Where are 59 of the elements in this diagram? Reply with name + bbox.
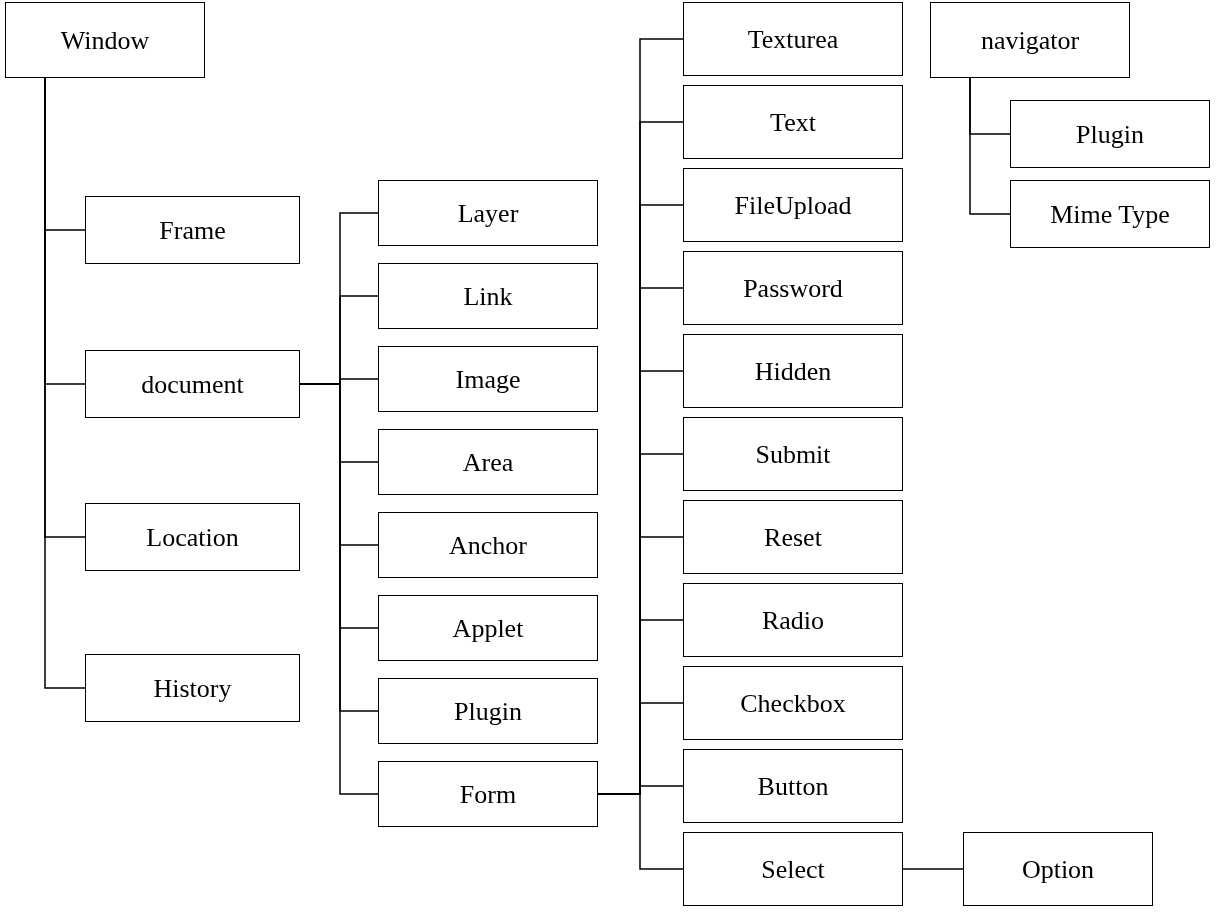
tree-node-box: [85, 196, 300, 264]
node-label: Frame: [159, 214, 226, 247]
node-label: Area: [462, 446, 514, 479]
tree-node-box: [683, 749, 903, 823]
tree-node-box: [683, 832, 903, 906]
node-label: Hidden: [754, 355, 832, 388]
node-label: Option: [1021, 853, 1095, 886]
node-label: History: [153, 672, 232, 705]
node-label: Password: [743, 272, 843, 305]
tree-node-box: [378, 761, 598, 827]
node-label: Mime Type: [1050, 198, 1170, 231]
connector-line: [597, 793, 684, 870]
node-label: Reset: [764, 521, 822, 554]
tree-node-box: [683, 500, 903, 574]
tree-node-box: [378, 595, 598, 661]
node-label: Link: [463, 280, 513, 313]
node-label: Window: [60, 24, 150, 57]
tree-node-box: [85, 654, 300, 722]
tree-node-box: [5, 2, 205, 78]
node-label: Plugin: [454, 695, 522, 728]
node-label: Checkbox: [740, 687, 846, 720]
node-label: Location: [146, 521, 239, 554]
node-label: Radio: [761, 604, 825, 637]
tree-node-box: [378, 263, 598, 329]
tree-node-box: [683, 666, 903, 740]
node-label: Text: [770, 106, 816, 139]
node-label: Image: [455, 363, 521, 396]
node-label: Layer: [457, 197, 519, 230]
node-label: Submit: [755, 438, 831, 471]
tree-node-box: [85, 350, 300, 418]
connector-line: [969, 77, 1011, 215]
node-label: Plugin: [1076, 118, 1144, 151]
tree-node-box: [378, 346, 598, 412]
tree-node-box: [683, 168, 903, 242]
tree-node-box: [683, 251, 903, 325]
tree-node-box: [683, 583, 903, 657]
connector-line: [902, 868, 964, 870]
tree-node-box: [683, 2, 903, 76]
node-label: Applet: [452, 612, 524, 645]
tree-node-box: [378, 512, 598, 578]
tree-node-box: [930, 2, 1130, 78]
node-label: navigator: [980, 24, 1080, 57]
node-label: Anchor: [449, 529, 527, 562]
tree-node-box: [1010, 100, 1210, 168]
tree-node-box: [378, 678, 598, 744]
tree-node-box: [683, 85, 903, 159]
node-label: Select: [761, 853, 825, 886]
node-label: Texturea: [747, 23, 839, 56]
tree-node-box: [378, 180, 598, 246]
tree-node-box: [378, 429, 598, 495]
tree-node-box: [683, 334, 903, 408]
tree-node-box: [1010, 180, 1210, 248]
node-label: Form: [459, 778, 517, 811]
node-label: Button: [757, 770, 829, 803]
tree-node-box: [85, 503, 300, 571]
node-label: FileUpload: [734, 189, 852, 222]
tree-node-box: [963, 832, 1153, 906]
tree-node-box: [683, 417, 903, 491]
node-label: document: [141, 368, 244, 401]
